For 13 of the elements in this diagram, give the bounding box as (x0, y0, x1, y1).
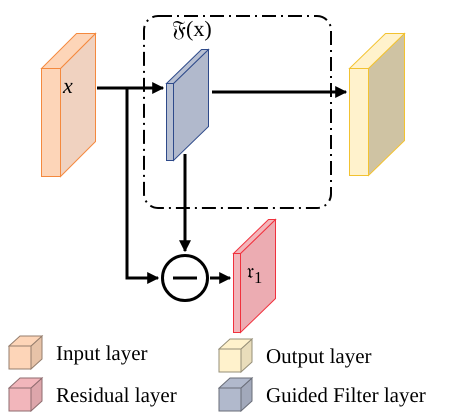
legend-label: Residual layer (56, 382, 177, 408)
subtract-circle (161, 254, 209, 302)
legend-label: Input layer (56, 340, 148, 366)
arrow (97, 86, 160, 284)
arrow (210, 272, 232, 284)
layer-label: 𝔉(x) (172, 18, 212, 40)
layer-label: 𝔯$_{1}$ (247, 262, 262, 287)
legend-label: Guided Filter layer (266, 382, 426, 408)
module-frame (143, 15, 332, 209)
legend-label: Output layer (266, 344, 372, 368)
arrow (212, 86, 348, 98)
layer-label: x (63, 75, 73, 97)
arrow (179, 154, 191, 252)
